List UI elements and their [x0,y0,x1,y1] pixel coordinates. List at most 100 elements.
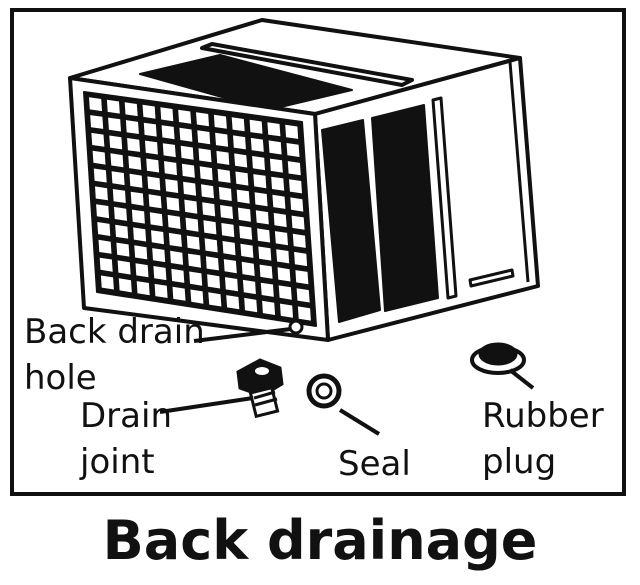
grille-opening [204,238,218,253]
grille-opening [117,260,131,275]
grille-opening [168,232,182,247]
grille-opening [276,249,290,264]
label-back-drain-hole-line1: Back drain [24,312,205,352]
grille-opening [272,194,286,209]
grille-opening [161,125,175,140]
grille-opening [278,285,292,300]
grille-opening [199,166,213,181]
label-drain-joint-line1: Drain [80,396,172,436]
grille-opening [220,205,234,219]
grille-opening [255,210,269,225]
grille-opening [167,214,181,229]
grille-opening [185,217,199,232]
grille-opening [93,168,107,183]
grille-opening [90,115,104,129]
grille-opening [125,120,139,134]
grille-opening [218,186,232,201]
label-seal: Seal [338,444,411,484]
grille-opening [223,259,237,274]
grille-opening [184,199,198,214]
grille-opening [274,231,288,246]
grille-opening [160,107,174,122]
page-title: Back drainage [102,509,538,572]
grille-opening [291,215,305,230]
grille-opening [207,274,221,289]
grille-opening [297,306,311,321]
grille-opening [233,135,246,150]
grille-opening [170,250,184,265]
label-rubber-plug-line1: Rubber [482,396,604,436]
grille-opening [147,176,161,191]
grille-opening [96,204,110,219]
grille-opening [198,148,212,163]
grille-opening [296,288,310,303]
grille-opening [92,150,106,165]
back-drain-hole [288,319,304,335]
label-drain-joint-line2: joint [80,442,155,482]
grille-opening [188,253,201,268]
grille-opening [133,227,147,242]
grille-opening [277,267,291,282]
grille-opening [108,117,121,132]
grille-opening [165,179,179,193]
grille-opening [201,184,214,199]
grille-opening [115,224,129,239]
grille-opening [202,202,216,217]
grille-opening [135,263,149,278]
grille-opening [294,251,308,267]
grille-opening [130,191,144,206]
grille-opening [134,245,148,260]
grille-opening [216,150,230,165]
grille-opening [179,127,193,142]
grille-opening [259,264,273,279]
grille-opening [260,282,274,297]
grille-opening [153,266,167,281]
grille-opening [254,192,268,207]
grille-opening [290,197,304,212]
grille-opening [111,171,125,186]
grille-opening [271,176,285,191]
grille-opening [217,168,231,183]
grille-opening [203,220,217,235]
grille-opening [221,223,235,238]
grille-opening [262,300,276,315]
grille-opening [292,233,306,248]
grille-opening [110,153,124,168]
grille-opening [97,222,111,236]
grille-opening [249,119,263,134]
grille-opening [99,257,113,272]
leader-lines [159,327,535,436]
grille-opening [166,197,180,211]
grille-opening [181,163,195,178]
grille-opening [287,161,301,176]
grille-opening [226,295,240,310]
grille-opening [146,158,160,173]
grille-opening [112,189,126,203]
grille-opening [118,278,132,293]
air-conditioner-unit [68,18,540,342]
grille-opening [149,212,163,227]
grille-opening [231,117,245,132]
grille-opening [257,228,271,243]
grille-opening [213,114,227,129]
grille-opening [208,292,222,307]
grille-opening [289,179,302,194]
seal-part [306,373,342,409]
leader-drain-joint [159,396,254,414]
top-vent [139,54,353,111]
grille-opening [186,235,200,250]
side-vent-right [371,104,439,312]
grille-opening [100,275,114,290]
grille-opening [95,186,108,201]
grille-opening [145,140,158,155]
grille-opening [252,156,265,171]
grille-openings [89,97,311,321]
grille-opening [286,143,300,157]
grille-opening [258,246,272,261]
grille-opening [190,289,204,304]
grille-opening [178,109,192,124]
grille-opening [269,158,283,173]
grille-opening [91,132,105,147]
grille-opening [164,161,177,176]
grille-opening [128,155,142,170]
